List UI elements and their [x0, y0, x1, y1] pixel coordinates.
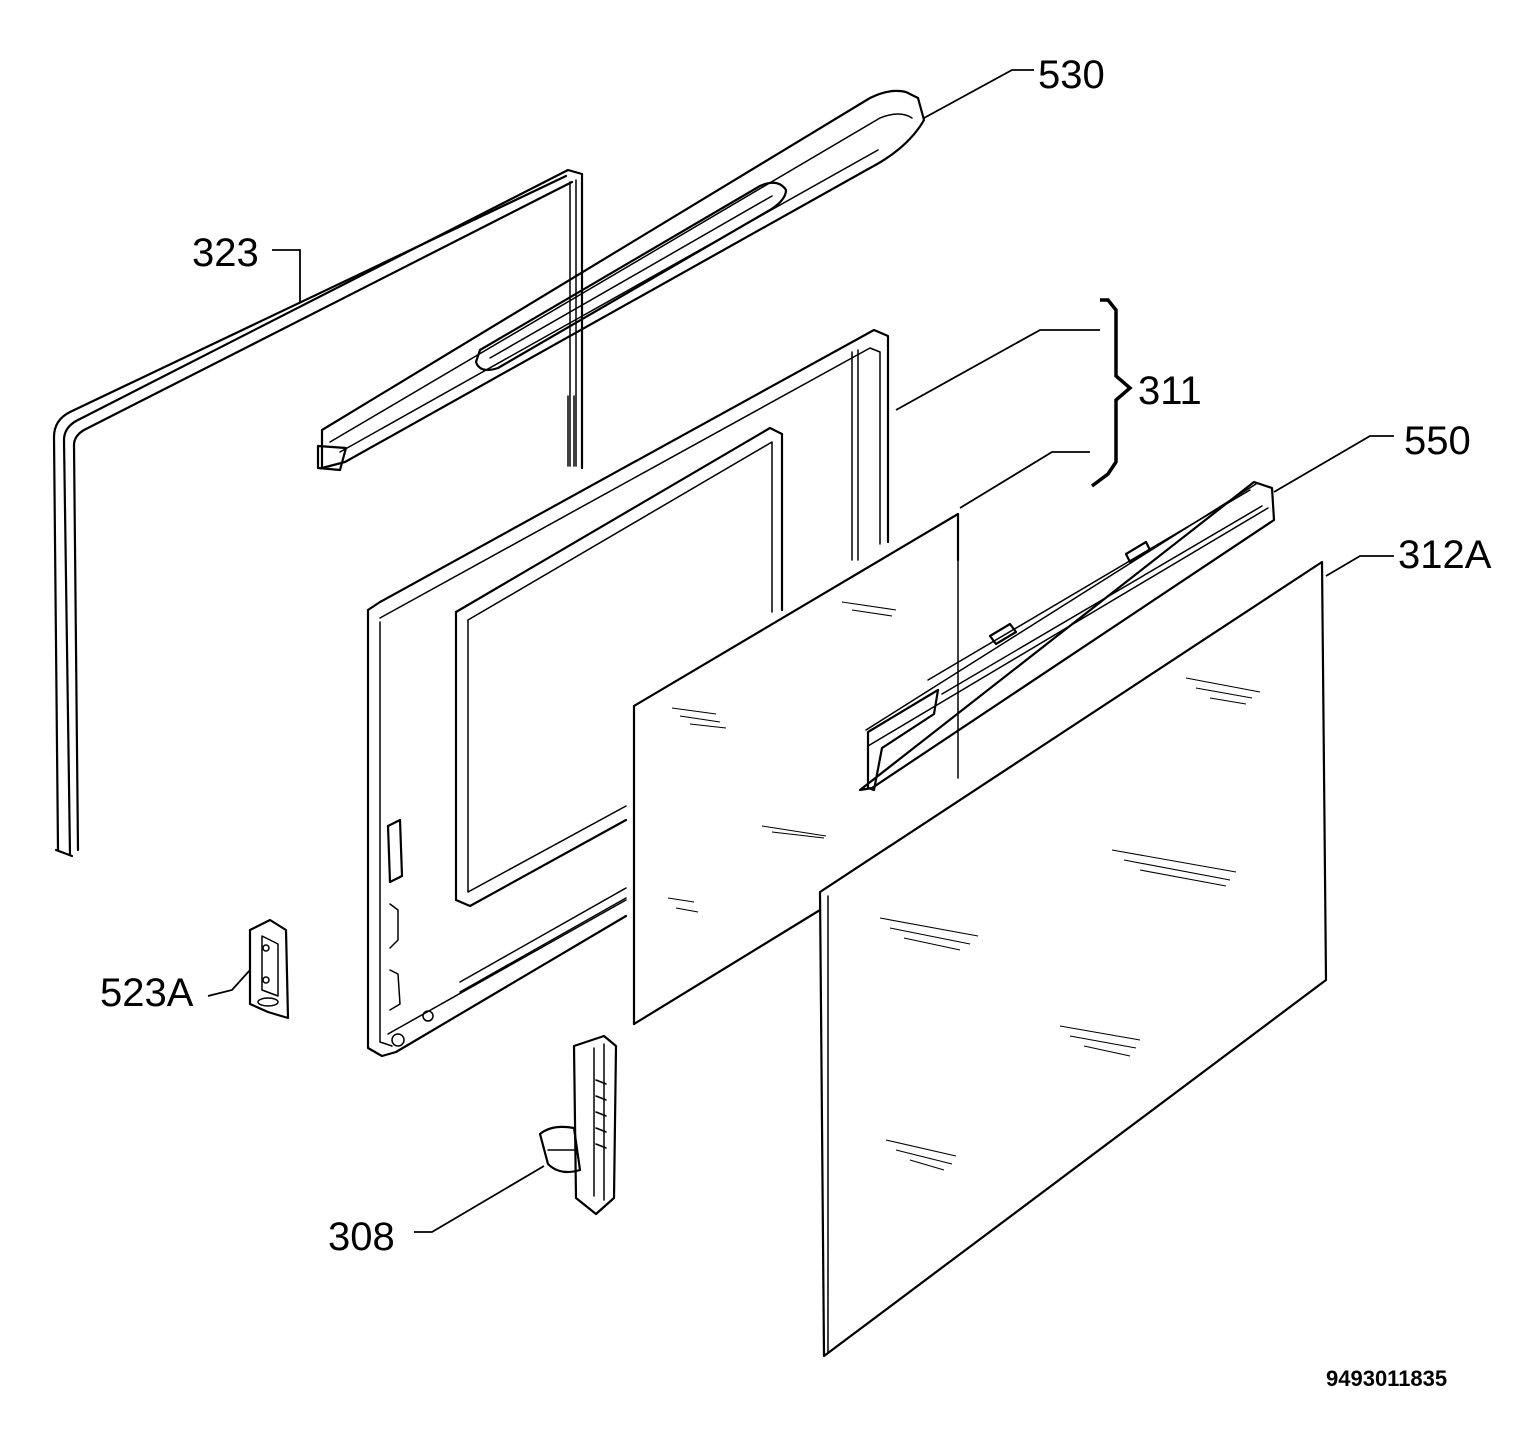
document-number: 9493011835 [1326, 1366, 1447, 1391]
leader-lines [207, 69, 1394, 1233]
part-311-frame [366, 328, 959, 1058]
inner-glass-panel [632, 512, 960, 1026]
callout-311: 311 [1138, 369, 1202, 413]
part-523a-bracket [248, 918, 290, 1020]
callout-312a: 312A [1398, 533, 1492, 577]
callout-530: 530 [1038, 53, 1105, 97]
part-530-handle [316, 89, 926, 472]
callout-523a: 523A [100, 971, 194, 1015]
callout-308: 308 [328, 1215, 395, 1259]
part-312a-outer-glass [818, 560, 1328, 1358]
callout-323: 323 [192, 231, 259, 275]
callout-550: 550 [1404, 419, 1471, 463]
part-323-gasket [52, 168, 584, 858]
part-550-strip [858, 480, 1276, 792]
part-308-hinge [538, 1034, 618, 1216]
